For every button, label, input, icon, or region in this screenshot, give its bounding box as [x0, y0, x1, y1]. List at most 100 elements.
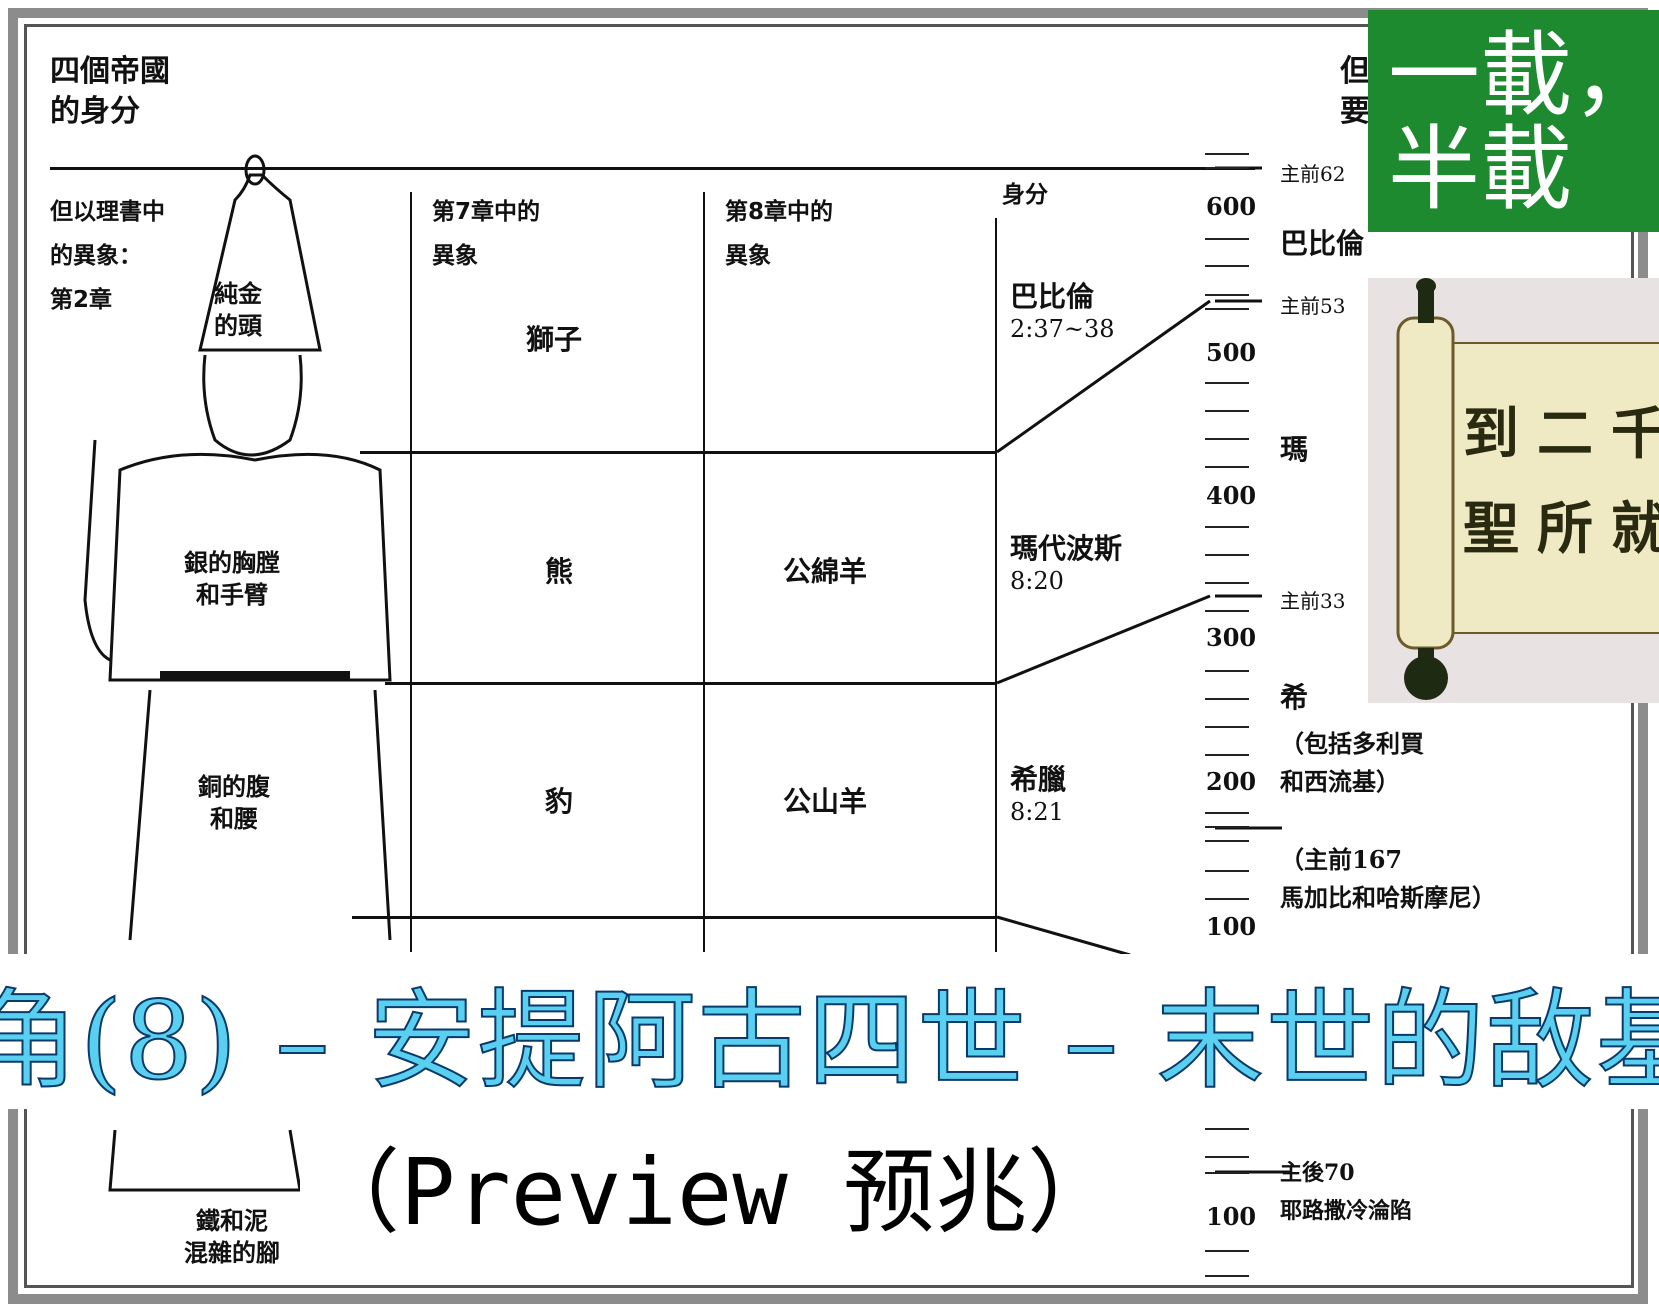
scale-tick — [1205, 308, 1249, 310]
scale-tick — [1205, 1172, 1249, 1174]
identity-medo-persia: 瑪代波斯 — [1010, 532, 1123, 565]
gold-head-line-1: 純金 — [214, 280, 262, 308]
ch7-column-header: 第7章中的 異象 — [432, 190, 540, 278]
iron-feet-line-1: 鐵和泥 — [196, 1207, 268, 1235]
scale-tick — [1205, 294, 1249, 296]
title-line-1: 四個帝國 — [50, 54, 170, 89]
scale-tick — [1205, 466, 1249, 468]
dream-header-line-3: 第2章 — [50, 287, 113, 313]
iron-feet-line-2: 混雜的腳 — [184, 1239, 280, 1267]
scale-tick — [1205, 1128, 1249, 1130]
scale-tick — [1205, 554, 1249, 556]
label-medo-partial: 瑪 — [1280, 433, 1309, 466]
row-divider-3 — [352, 916, 997, 919]
statue-chest — [108, 452, 392, 682]
ch8-header-line-2: 異象 — [725, 243, 771, 269]
scale-number-100: 100 — [1206, 912, 1257, 941]
silver-chest-line-2: 和手臂 — [196, 581, 268, 609]
title-banner: 角(8) – 安提阿古四世 – 末世的敌基 — [0, 954, 1659, 1109]
label-greece-partial: 希 — [1280, 681, 1309, 714]
scale-tick — [1205, 438, 1249, 440]
ch7-bear: 熊 — [545, 555, 574, 588]
ch8-ram: 公綿羊 — [783, 555, 868, 588]
scroll-text-line-2: 聖所就 — [1463, 496, 1659, 562]
label-silver-chest: 銀的胸膛 和手臂 — [184, 547, 280, 611]
ref-greece: 8:21 — [1010, 798, 1064, 826]
banner-text: 角(8) – 安提阿古四世 – 末世的敌基 — [0, 978, 1659, 1105]
scale-tick — [1205, 265, 1249, 267]
scale-tick — [1205, 582, 1249, 584]
scale-tick — [1205, 1250, 1249, 1252]
label-iron-clay-feet: 鐵和泥 混雜的腳 — [184, 1205, 280, 1269]
scale-tick — [1205, 153, 1249, 155]
label-bc62: 主前62 — [1280, 162, 1346, 186]
scale-tick — [1205, 167, 1249, 169]
top-rule — [50, 167, 1255, 170]
scale-number-500: 500 — [1206, 338, 1257, 367]
column-divider-2 — [703, 192, 705, 952]
scroll-bottom-knob — [1404, 656, 1448, 700]
statue-feet — [108, 1129, 302, 1192]
corner-title-line-1: 一載， — [1388, 22, 1659, 129]
scale-number-300: 300 — [1206, 623, 1257, 652]
scale-tick — [1205, 870, 1249, 872]
ch7-lion: 獅子 — [526, 323, 583, 356]
scale-tick — [1205, 382, 1249, 384]
label-bc53: 主前53 — [1280, 294, 1346, 318]
statue-crown-tip — [244, 154, 266, 186]
label-babylon-partial: 巴比倫 — [1280, 227, 1365, 260]
right-title-partial: 但 要 — [1340, 52, 1370, 132]
bronze-belly-line-2: 和腰 — [210, 805, 258, 833]
dream-header-line-2: 的異象： — [50, 243, 142, 269]
scroll-top-cap — [1416, 278, 1436, 294]
scale-tick — [1205, 526, 1249, 528]
right-title-line-2: 要 — [1340, 94, 1370, 129]
ch8-goat: 公山羊 — [783, 785, 868, 818]
statue-left-arm — [83, 439, 111, 662]
bronze-belly-line-1: 銅的腹 — [198, 773, 270, 801]
gold-head-line-2: 的頭 — [214, 312, 262, 340]
statue-crown — [198, 173, 322, 352]
ref-babylon: 2:37~38 — [1010, 315, 1115, 343]
silver-chest-line-1: 銀的胸膛 — [184, 549, 280, 577]
label-greece-note-2: 和西流基） — [1280, 767, 1400, 796]
ch7-header-line-2: 異象 — [432, 243, 478, 269]
scroll-text-line-1: 到二千 — [1463, 401, 1659, 467]
scale-tick — [1205, 754, 1249, 756]
identity-greece: 希臘 — [1010, 763, 1067, 796]
right-title-line-1: 但 — [1340, 54, 1370, 89]
row-divider-1 — [360, 451, 997, 454]
corner-title-line-2: 半載 — [1388, 116, 1573, 223]
label-gold-head: 純金 的頭 — [214, 278, 262, 342]
dream-header-line-1: 但以理書中 — [50, 199, 165, 225]
ch7-leopard: 豹 — [545, 785, 574, 818]
scale-tick — [1205, 1156, 1249, 1158]
scale-tick — [1205, 726, 1249, 728]
label-maccabee-2: 馬加比和哈斯摩尼） — [1280, 883, 1496, 912]
statue-figure — [83, 154, 392, 1192]
scroll-paper — [1442, 342, 1659, 634]
scroll-image: 到二千 聖所就 — [1368, 278, 1659, 703]
statue-face — [202, 354, 303, 457]
label-bc33: 主前33 — [1280, 589, 1346, 613]
label-ad70-2: 耶路撒冷淪陷 — [1280, 1198, 1413, 1224]
column-divider-1 — [410, 192, 412, 952]
subtitle-background — [300, 1109, 1120, 1229]
ref-medo-persia: 8:20 — [1010, 567, 1064, 595]
label-greece-note-1: （包括多利買 — [1280, 729, 1424, 758]
diagram-title: 四個帝國 的身分 — [50, 52, 170, 132]
row-divider-2 — [385, 682, 997, 685]
scale-tick — [1205, 812, 1249, 814]
ch7-header-line-1: 第7章中的 — [432, 199, 541, 225]
scale-tick — [1205, 410, 1249, 412]
connector-persia — [996, 594, 1211, 685]
dream-column-header: 但以理書中 的異象： 第2章 — [50, 190, 165, 322]
ch8-column-header: 第8章中的 異象 — [725, 190, 833, 278]
scale-number-100-ad: 100 — [1206, 1202, 1257, 1231]
identity-babylon: 巴比倫 — [1010, 280, 1095, 313]
scale-number-200: 200 — [1206, 767, 1257, 796]
scale-tick — [1205, 610, 1249, 612]
scale-tick — [1205, 238, 1249, 240]
connector-babylon — [996, 299, 1211, 454]
